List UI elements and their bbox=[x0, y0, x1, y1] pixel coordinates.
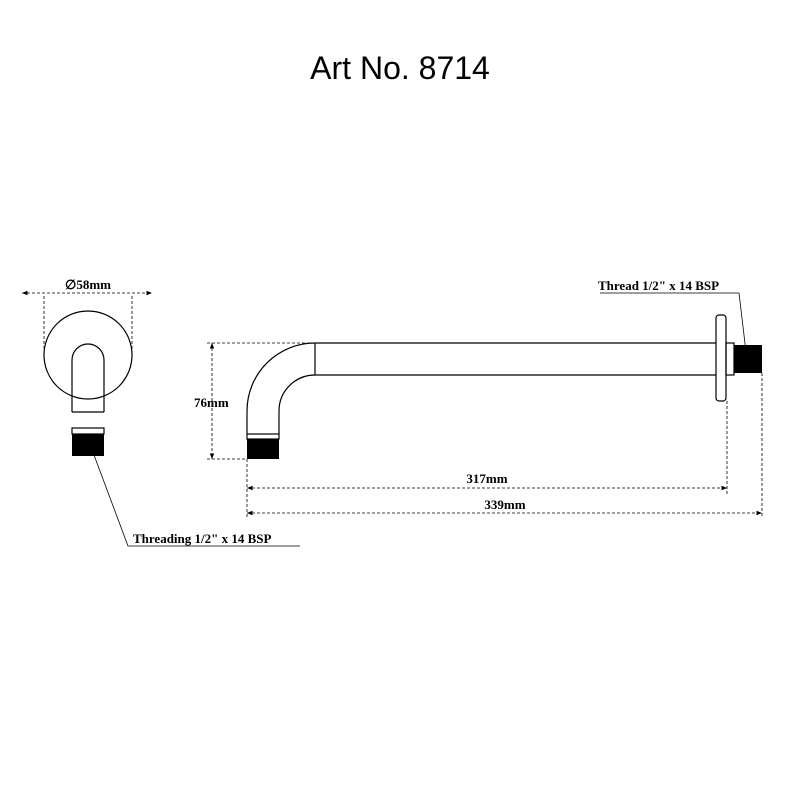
outer-bend bbox=[246, 342, 316, 434]
outlet-thread-leader bbox=[93, 454, 300, 547]
flange-diameter-value: 58mm bbox=[76, 277, 111, 292]
outlet-thread-label: Threading 1/2" x 14 BSP bbox=[133, 531, 272, 546]
wall-thread-leader bbox=[600, 292, 747, 353]
flange-diameter-label: ∅58mm bbox=[65, 277, 111, 292]
elbow-ring bbox=[71, 427, 105, 435]
front-wall-flange bbox=[715, 314, 727, 402]
drop-height-label: 76mm bbox=[194, 395, 229, 410]
elbow-outline bbox=[71, 343, 105, 412]
front-view: Thread 1/2" x 14 BSP 76mm 317mm 339mm bbox=[194, 278, 763, 517]
diameter-symbol: ∅ bbox=[65, 277, 76, 292]
wall-flange-outline bbox=[43, 310, 133, 400]
wall-thread-label: Thread 1/2" x 14 BSP bbox=[598, 278, 719, 293]
outlet-thread-block bbox=[72, 434, 104, 456]
inner-length-label: 317mm bbox=[466, 471, 507, 486]
wall-thread-block bbox=[734, 345, 762, 373]
flange-collar bbox=[725, 342, 735, 376]
front-outlet-ring bbox=[246, 433, 280, 440]
side-view: ∅58mm Threading 1/2" x 14 BSP bbox=[22, 277, 300, 547]
overall-length-label: 339mm bbox=[484, 497, 525, 512]
drawing-title: Art No. 8714 bbox=[310, 50, 490, 86]
front-outlet-thread bbox=[247, 439, 279, 459]
inner-bend bbox=[278, 374, 316, 434]
